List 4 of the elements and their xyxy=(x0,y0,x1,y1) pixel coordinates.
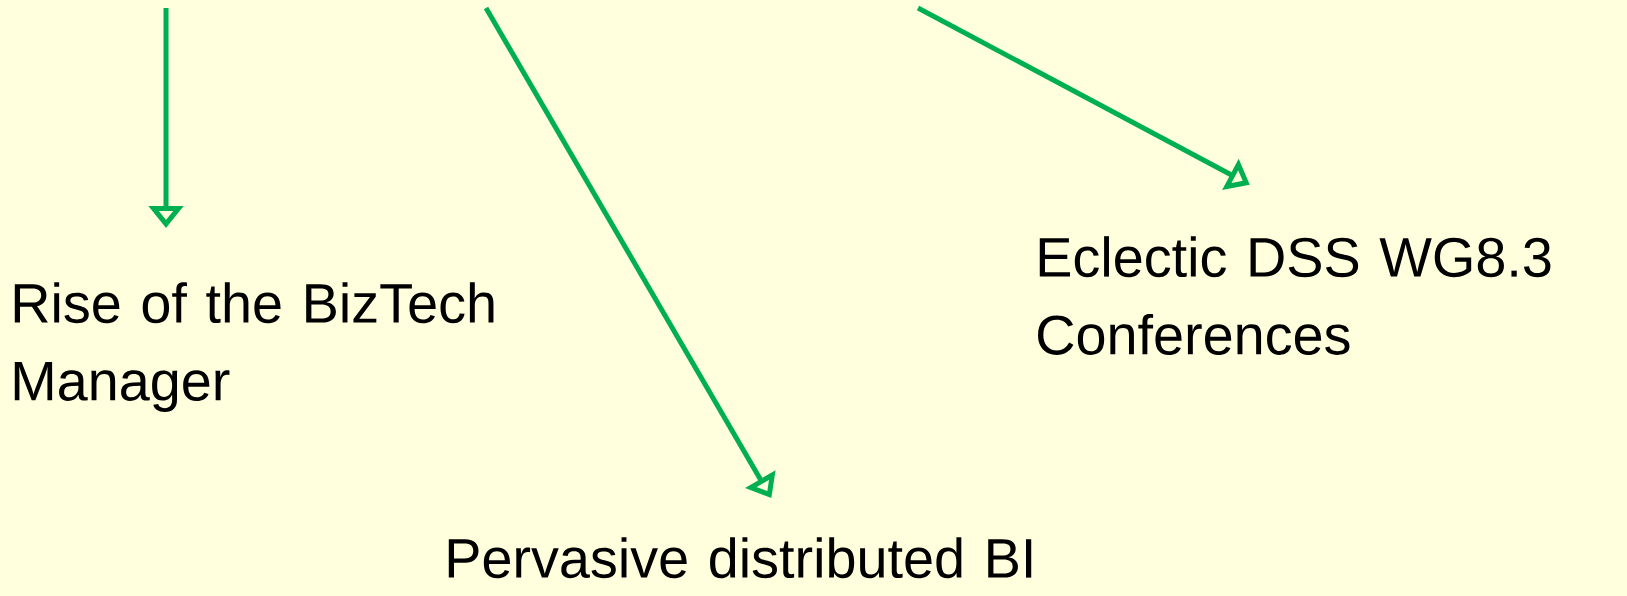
text-label: Pervasive distributed BI xyxy=(448,537,1032,579)
text-label: Eclectic DSS WG8.3 Conferences xyxy=(1038,236,1551,355)
text-label: Rise of the BizTech Manager xyxy=(14,282,494,412)
arrow xyxy=(483,6,776,498)
